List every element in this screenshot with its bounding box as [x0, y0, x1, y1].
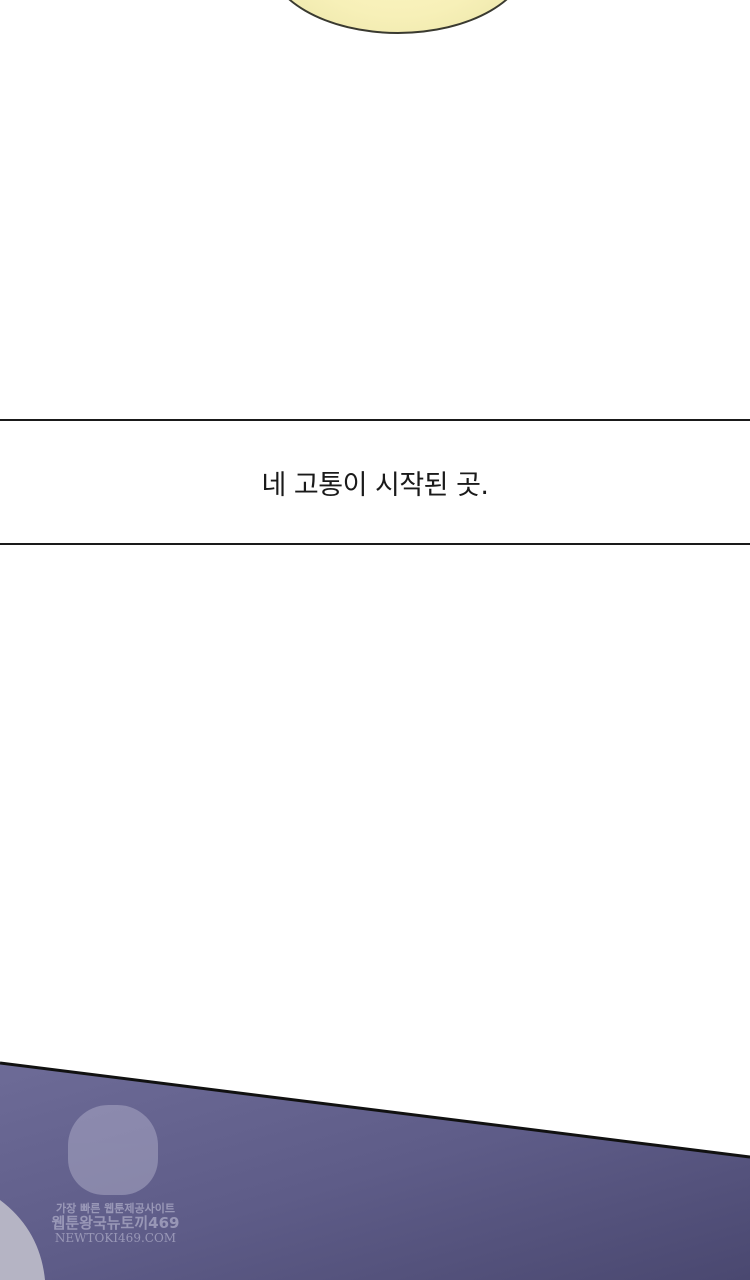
caption-text: 네 고통이 시작된 곳. [261, 469, 489, 501]
watermark-mascot-icon [68, 1105, 158, 1195]
watermark: 가장 빠른 웹툰제공사이트 웹툰왕국뉴토끼469 NEWTOKI469.COM [48, 1095, 183, 1260]
watermark-line3: NEWTOKI469.COM [54, 1230, 177, 1245]
caption-box: 네 고통이 시작된 곳. [0, 419, 750, 545]
watermark-line2: 웹툰왕국뉴토끼469 [51, 1214, 180, 1233]
watermark-line1: 가장 빠른 웹툰제공사이트 [56, 1202, 175, 1215]
